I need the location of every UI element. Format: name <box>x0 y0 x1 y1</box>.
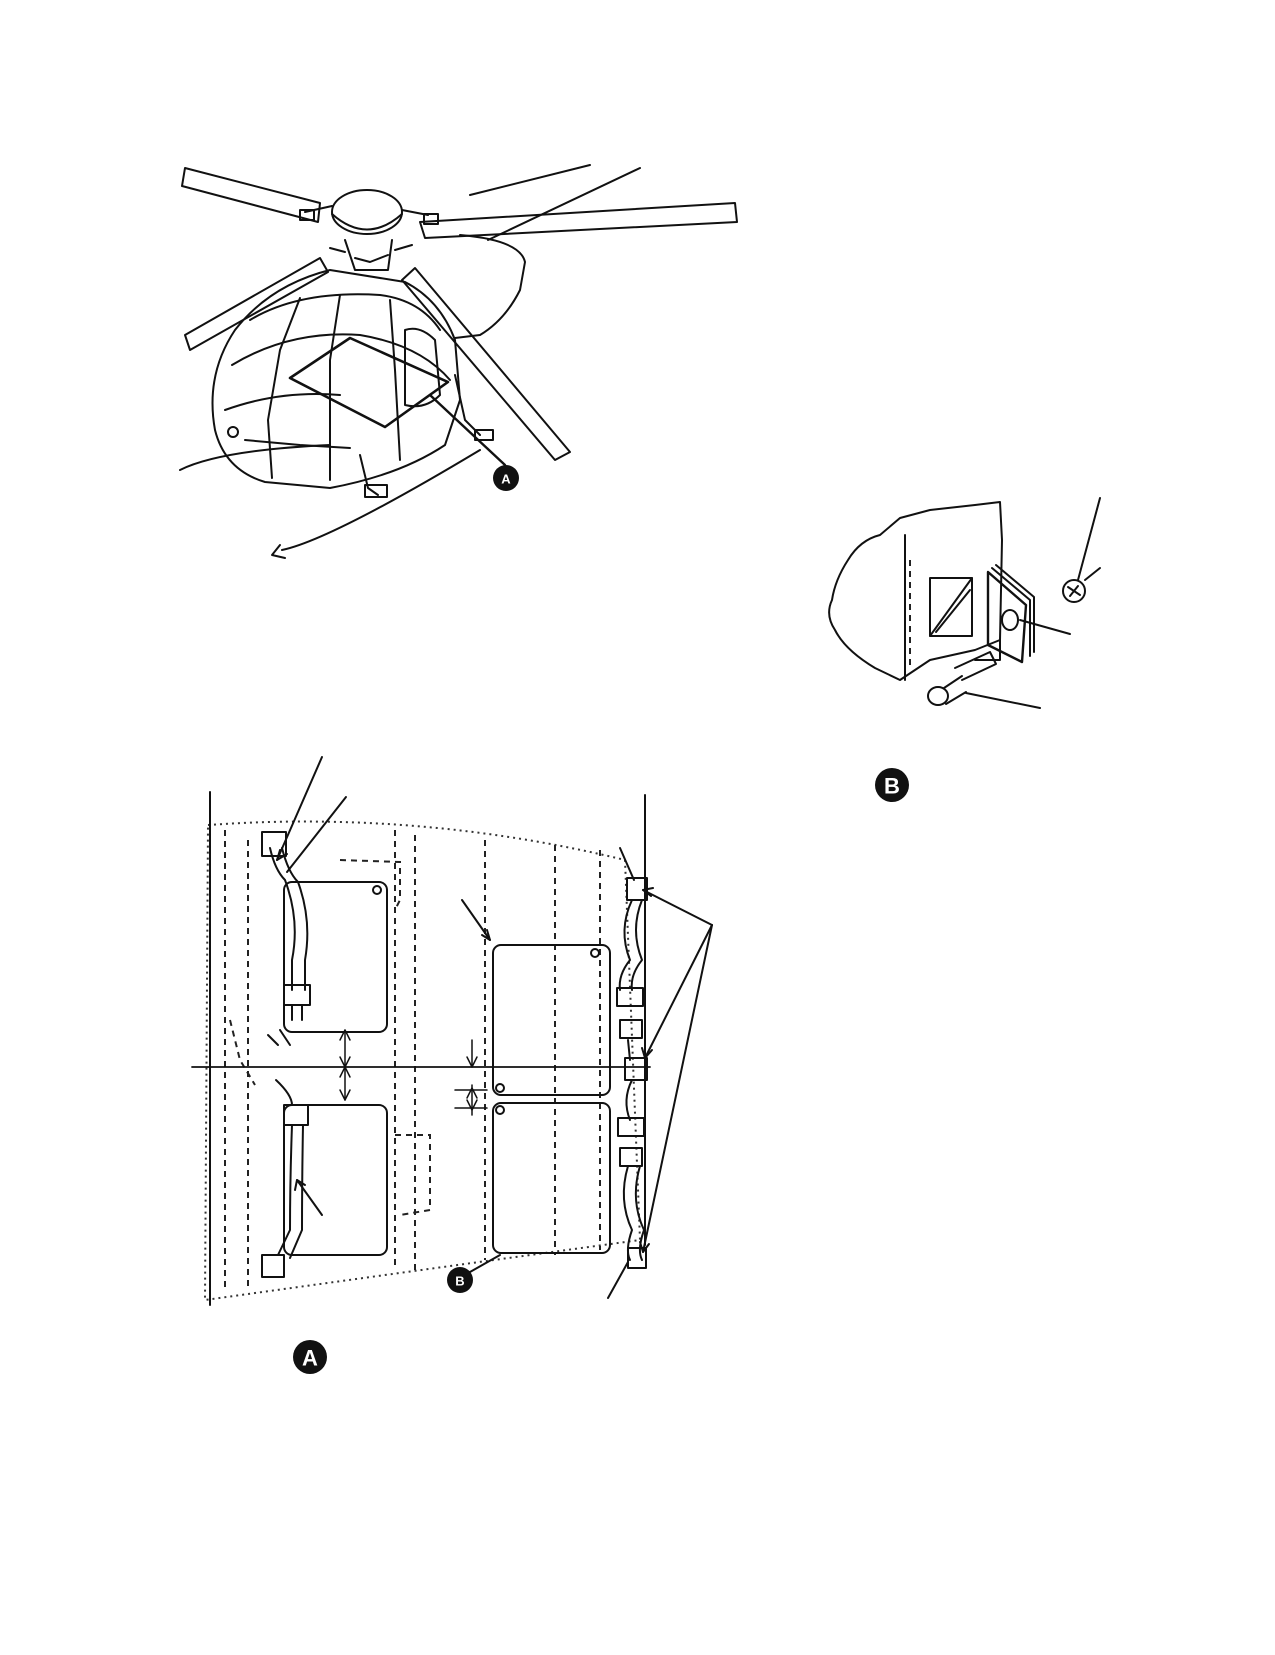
detail-b-pointer-callout: B <box>447 1267 473 1293</box>
detail-b-title-label: B <box>884 774 900 799</box>
fastener-detail <box>828 497 1101 709</box>
callout-a-small-label: A <box>501 472 511 487</box>
helicopter-illustration <box>179 164 738 559</box>
seat-panel-detail <box>191 756 713 1306</box>
detail-b-title-callout: B <box>875 768 909 802</box>
detail-a-title-label: A <box>302 1346 318 1371</box>
detail-a-title-callout: A <box>293 1340 327 1374</box>
detail-a-pointer-callout: A <box>493 465 519 491</box>
callout-b-small-label: B <box>455 1274 464 1289</box>
